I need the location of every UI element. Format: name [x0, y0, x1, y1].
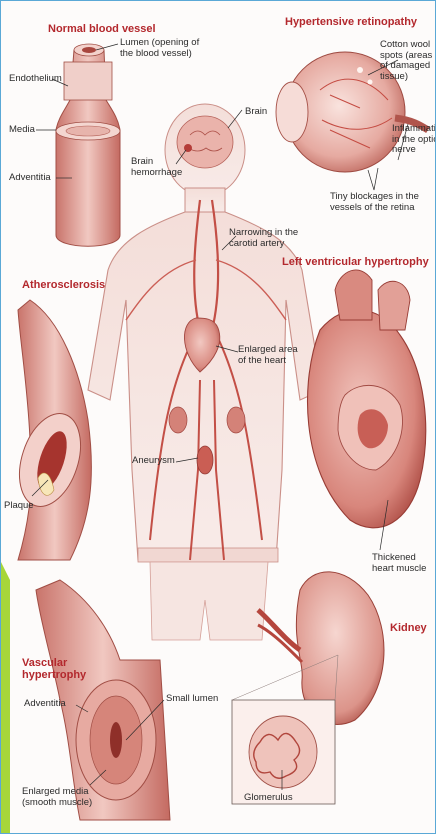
label-narrowing-carotid: Narrowing in the carotid artery: [229, 228, 298, 249]
label-optic-nerve-line1: Inflammation: [392, 124, 436, 135]
human-figure: [88, 104, 322, 640]
label-brain-hemorrhage-line2: hemorrhage: [131, 168, 182, 179]
label-lumen: Lumen (opening of the blood vessel): [120, 38, 199, 59]
title-atherosclerosis: Atherosclerosis: [22, 279, 105, 291]
atherosclerosis-illustration: [9, 300, 92, 560]
label-optic-nerve-line3: nerve: [392, 145, 436, 156]
label-enlarged-media-line1: Enlarged media: [22, 787, 92, 798]
label-cotton-wool: Cotton wool spots (areas of damaged tiss…: [380, 40, 432, 82]
label-cotton-wool-line3: of damaged: [380, 61, 432, 72]
title-left-ventricular-hypertrophy: Left ventricular hypertrophy: [282, 256, 429, 268]
label-glomerulus: Glomerulus: [244, 793, 293, 804]
label-media: Media: [9, 125, 35, 136]
label-enlarged-media: Enlarged media (smooth muscle): [22, 787, 92, 808]
title-vascular-hypertrophy: Vascular hypertrophy: [22, 657, 86, 681]
normal-vessel-illustration: [56, 44, 120, 246]
label-tiny-blockages-line2: vessels of the retina: [330, 203, 419, 214]
title-kidney: Kidney: [390, 622, 427, 634]
label-lumen-line2: the blood vessel): [120, 49, 199, 60]
title-vascular-line2: hypertrophy: [22, 669, 86, 681]
label-cotton-wool-line4: tissue): [380, 72, 432, 83]
label-adventitia-top: Adventitia: [9, 173, 51, 184]
lvh-heart-illustration: [308, 270, 426, 528]
label-enlarged-media-line2: (smooth muscle): [22, 798, 92, 809]
label-cotton-wool-line1: Cotton wool: [380, 40, 432, 51]
title-vascular-line1: Vascular: [22, 657, 86, 669]
label-optic-nerve: Inflammation in the optic nerve: [392, 124, 436, 156]
title-normal-blood-vessel: Normal blood vessel: [48, 23, 156, 35]
label-thickened-line1: Thickened: [372, 553, 426, 564]
label-plaque: Plaque: [4, 501, 34, 512]
label-enlarged-heart-line2: of the heart: [238, 356, 298, 367]
label-aneurysm: Aneurysm: [132, 456, 175, 467]
label-enlarged-heart: Enlarged area of the heart: [238, 345, 298, 366]
label-brain: Brain: [245, 107, 267, 118]
label-lumen-line1: Lumen (opening of: [120, 38, 199, 49]
label-endothelium: Endothelium: [9, 74, 62, 85]
label-adventitia-bottom: Adventitia: [24, 699, 66, 710]
label-brain-hemorrhage: Brain hemorrhage: [131, 157, 182, 178]
label-tiny-blockages-line1: Tiny blockages in the: [330, 192, 419, 203]
label-thickened-line2: heart muscle: [372, 564, 426, 575]
label-thickened-heart-muscle: Thickened heart muscle: [372, 553, 426, 574]
label-enlarged-heart-line1: Enlarged area: [238, 345, 298, 356]
label-narrowing-line2: carotid artery: [229, 239, 298, 250]
label-small-lumen: Small lumen: [166, 694, 218, 705]
title-hypertensive-retinopathy: Hypertensive retinopathy: [285, 16, 417, 28]
label-brain-hemorrhage-line1: Brain: [131, 157, 182, 168]
label-narrowing-line1: Narrowing in the: [229, 228, 298, 239]
green-accent-bar: [0, 560, 10, 834]
label-tiny-blockages: Tiny blockages in the vessels of the ret…: [330, 192, 419, 213]
